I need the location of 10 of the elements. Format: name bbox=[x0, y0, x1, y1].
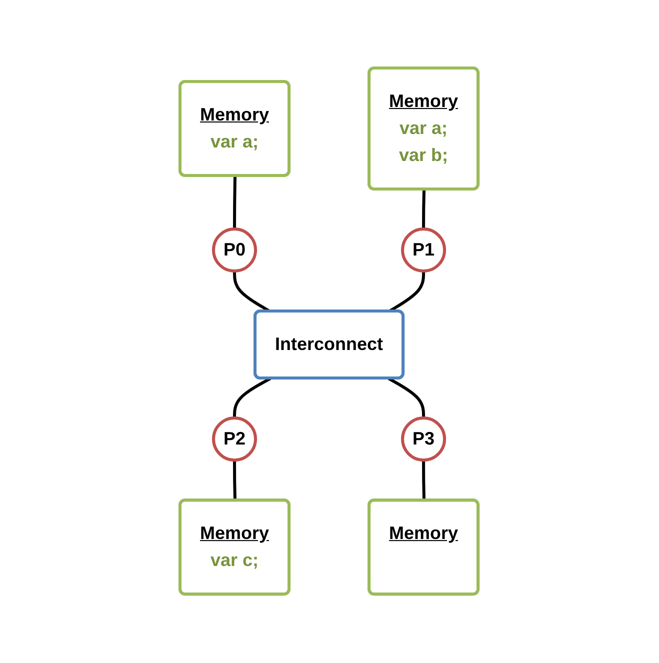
node-circle: P1 bbox=[402, 228, 447, 273]
connector bbox=[422, 460, 426, 502]
connector bbox=[233, 460, 237, 502]
node-circle: P0 bbox=[212, 228, 258, 273]
node-circle: P2 bbox=[212, 417, 258, 462]
connector bbox=[388, 378, 426, 418]
connector bbox=[233, 378, 272, 418]
connector bbox=[233, 176, 237, 230]
connector bbox=[422, 190, 426, 230]
node-circle: P3 bbox=[402, 417, 447, 462]
